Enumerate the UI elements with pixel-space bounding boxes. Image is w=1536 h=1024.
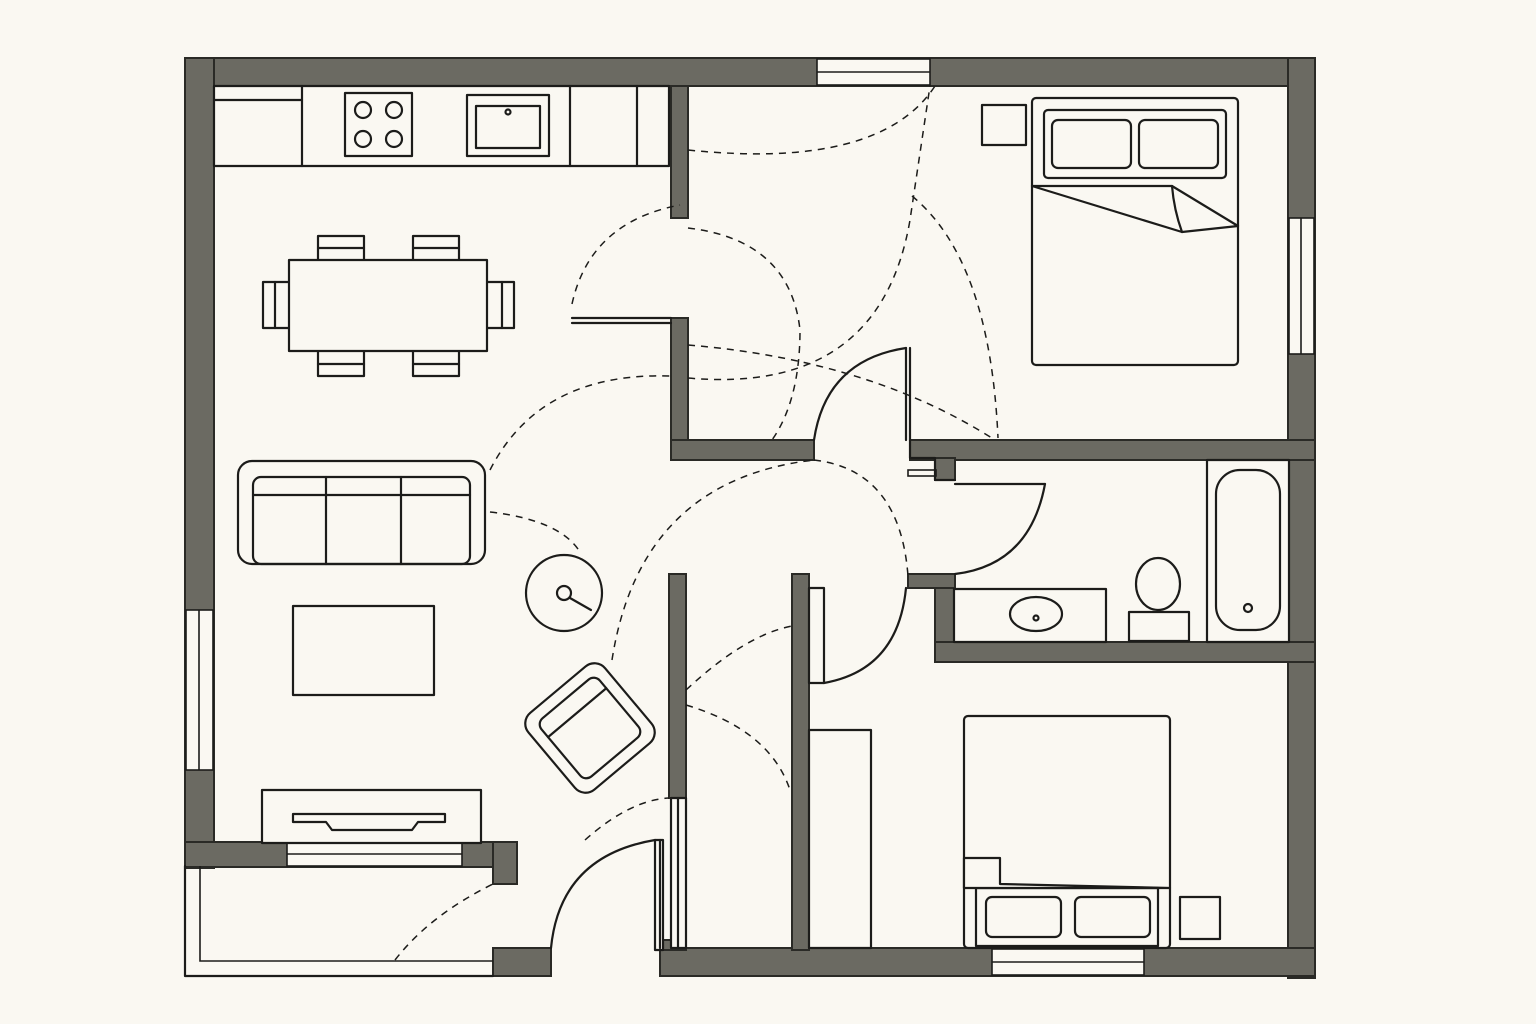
pillow [1073,895,1152,939]
corridor-wall-right [791,573,810,951]
outer-wall-bottom [659,947,1316,977]
pillow [1137,118,1220,170]
chair-right [484,280,516,330]
kitchen-hall-wall [670,85,689,219]
kitchen-counter [212,84,671,168]
bedroom-1 [980,96,1240,367]
bathtub [1205,458,1291,644]
nightstand-1 [980,103,1028,147]
chair-left [261,280,293,330]
nightstand-2 [1178,895,1222,941]
tv-icon [291,812,447,832]
bedroom-2 [807,714,1222,950]
doors [549,316,1047,950]
bed-1 [1030,96,1240,367]
dining-set [261,234,516,378]
balcony [183,864,495,978]
side-table-lamp-icon [524,553,604,633]
wardrobe [807,728,873,950]
door-leaf [822,586,908,685]
bathroom [952,458,1291,644]
coffee-table [291,604,436,697]
bath-west-wall-top [934,457,956,481]
bath-west-wall-stub [907,573,956,589]
outer-wall-right [1287,57,1316,979]
pillow [984,895,1063,939]
hall-west-wall [670,317,689,461]
kitchen-sink-icon [465,93,551,158]
bath-south-wall [934,641,1316,663]
window-bath-vent [907,469,937,477]
tv-console [260,788,483,845]
dining-table [287,258,489,353]
bed-2 [962,714,1172,950]
living-area [236,459,656,845]
door-swings [394,85,999,961]
corridor-wall-left [668,573,687,799]
outer-wall-top [184,57,1316,87]
living-south-wall-pier [492,841,518,885]
pillow [1050,118,1133,170]
entry-door [549,838,657,950]
bedroom1-south-wall [909,439,1316,461]
outer-wall-bottom-entry [492,947,552,977]
windows [185,58,1315,976]
hall-south-wall [670,439,815,461]
armchair [524,662,656,794]
kitchen [212,84,671,168]
cooktop-icon [343,91,414,158]
toilet [1134,556,1182,612]
